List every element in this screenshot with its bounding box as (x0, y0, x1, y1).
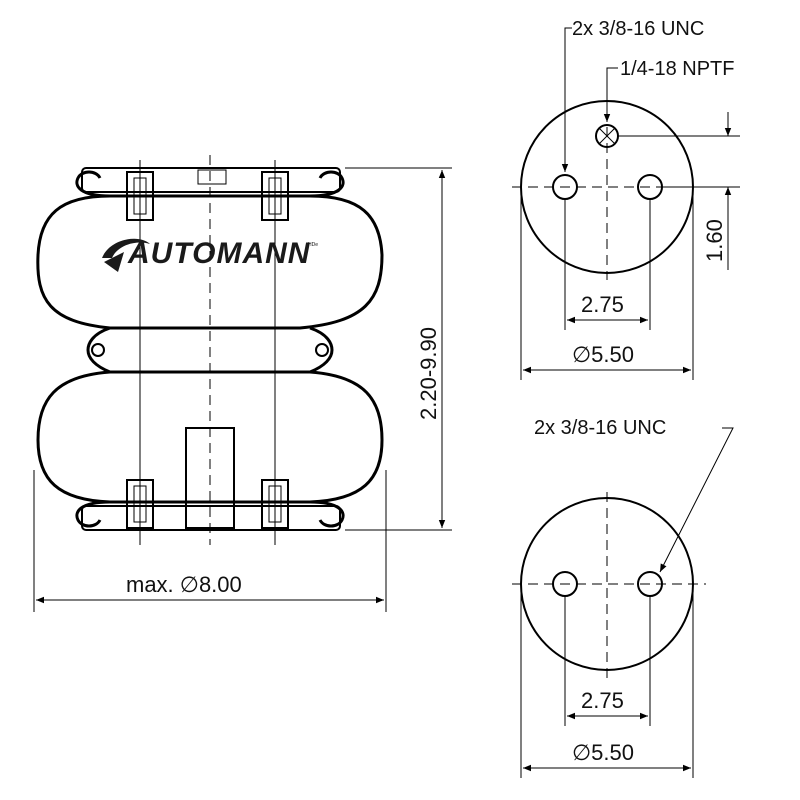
bottom-diameter-label: ∅5.50 (572, 740, 634, 765)
upper-convolution (36, 194, 384, 330)
bottom-bolt-callout: 2x 3/8-16 UNC (534, 417, 666, 439)
bottom-plate-view: 2x 3/8-16 UNC 2.75 ∅5.50 (512, 417, 734, 778)
logo-text: AUTOMANN (127, 237, 311, 270)
air-inlet-leader (603, 67, 618, 122)
top-bolt-callout: 2x 3/8-16 UNC (572, 18, 704, 40)
logo-swoosh-icon (102, 238, 150, 272)
top-plate-view: 2x 3/8-16 UNC 1/4-18 NPTF 1.60 2.75 ∅5.5… (512, 18, 740, 380)
top-diameter-label: ∅5.50 (572, 342, 634, 367)
air-spring-side-view: AUTOMANN HDe 2.20-9.90 max. ∅8.00 (33, 155, 452, 612)
bottom-bead-plate (81, 505, 341, 531)
bottom-bolt-spacing-label: 2.75 (581, 688, 624, 713)
girdle-ring-left (91, 343, 105, 357)
bottom-bolt-leader (659, 427, 734, 573)
inlet-offset-label: 1.60 (702, 219, 727, 262)
bead-roll-bottom-left (75, 500, 111, 528)
air-inlet-cross-b (598, 127, 616, 145)
bead-roll-top-left (75, 170, 111, 198)
height-range-label: 2.20-9.90 (416, 327, 441, 420)
top-bolt-spacing-label: 2.75 (581, 292, 624, 317)
max-diameter-label: max. ∅8.00 (126, 572, 242, 597)
logo-suffix: HDe (308, 242, 318, 248)
top-bolt-leader (561, 27, 572, 172)
air-inlet-callout: 1/4-18 NPTF (620, 58, 734, 80)
girdle-ring (86, 326, 334, 374)
top-bead-plate (81, 167, 341, 193)
automann-logo: AUTOMANN HDe (102, 237, 318, 272)
bead-roll-top-right (309, 170, 345, 198)
top-center-boss (197, 169, 227, 185)
girdle-ring-right (315, 343, 329, 357)
bead-roll-bottom-right (309, 500, 345, 528)
